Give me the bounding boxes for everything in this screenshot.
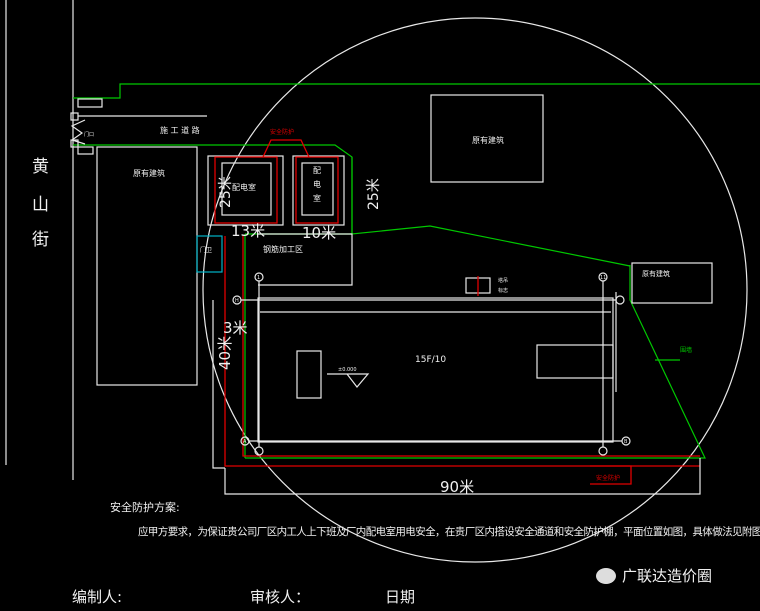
gate-box: [77, 98, 103, 108]
power-room-1-label: 配电室: [232, 182, 256, 192]
safety-passage: [242, 236, 700, 457]
dimension-3: 3米: [223, 319, 248, 337]
gate-symbol: [70, 119, 86, 145]
reviewer-label: 审核人：: [250, 588, 311, 606]
existing-building-right: [631, 262, 713, 304]
power-room-2-label: 电: [313, 179, 321, 189]
power-room-2-label: 配: [313, 166, 321, 175]
door-label: 门卫: [200, 246, 212, 254]
wechat-icon: [596, 567, 616, 584]
power-room-2-label: 室: [313, 193, 321, 203]
axis-label: A: [243, 439, 247, 445]
protection-leader: [590, 465, 632, 485]
protection-label: 安全防护: [596, 474, 620, 482]
existing-building-left: [96, 146, 198, 386]
axis-label: 1: [257, 275, 260, 281]
power-room-protection: [295, 156, 339, 224]
notes-body: 应甲方要求，为保证贵公司厂区内工人上下班及厂内配电室用电安全，在贵厂区内搭设安全…: [138, 526, 760, 538]
building-label: 15F/10: [415, 355, 446, 365]
axis-marker: [615, 295, 625, 305]
dimension-10: 10米: [302, 224, 336, 242]
site-boundary: [245, 265, 706, 459]
notes-title: 安全防护方案:: [110, 501, 180, 514]
street-name-char: 街: [32, 230, 49, 250]
building-core: [296, 350, 322, 399]
main-building: [257, 297, 614, 443]
site-boundary: [73, 83, 760, 99]
existing-building-top: [430, 94, 544, 183]
site-boundary: [351, 157, 631, 267]
power-room-protection: [214, 156, 278, 224]
guard-house: [196, 235, 223, 273]
dimension-line-90: [224, 458, 701, 495]
axis-label: H: [235, 298, 239, 304]
safety-passage: [224, 236, 700, 467]
axis-label: 11: [600, 275, 606, 281]
watermark-text: 广联达造价圈: [622, 567, 713, 585]
dimension-line: [212, 300, 225, 469]
axis-label: B: [624, 439, 628, 445]
existing-building-label: 原有建筑: [472, 135, 504, 145]
street-name-char: 山: [32, 195, 49, 215]
gate-label: 门口: [84, 131, 94, 138]
tower-label: 标志: [498, 287, 508, 294]
street-name-char: 黄: [32, 157, 49, 177]
compiler-label: 编制人:: [72, 588, 123, 606]
elevation-label: ±0.000: [338, 367, 357, 373]
building-wing: [536, 344, 614, 379]
dimension-90: 90米: [440, 478, 474, 496]
wall-label: 围墙: [680, 346, 692, 354]
power-room-outline: [207, 155, 284, 226]
dimension-25-right: 25米: [366, 178, 382, 210]
power-room-1: [221, 162, 272, 216]
construction-road-label: 施 工 道 路: [160, 125, 200, 135]
rebar-area: [258, 233, 353, 286]
rebar-area-label: 钢筋加工区: [263, 244, 303, 254]
protection-roof-line: [262, 139, 310, 158]
dimension-40: 40米: [216, 336, 234, 370]
dimension-25-left: 25米: [218, 176, 234, 208]
date-label: 日期: [385, 588, 416, 606]
power-room-2: [301, 162, 334, 216]
dimension-13: 13米: [231, 222, 265, 240]
axis-marker: [598, 446, 608, 456]
elevation-marker: [327, 373, 370, 388]
watermark: 广联达造价圈: [596, 565, 712, 586]
existing-building-label: 原有建筑: [133, 168, 165, 178]
tower-label: 塔吊: [498, 277, 508, 284]
existing-building-label: 原有建筑: [642, 269, 670, 278]
crane-radius-circle: [202, 17, 748, 563]
gate-post: [70, 139, 79, 148]
gate-post: [70, 112, 79, 121]
power-room-outline: [292, 155, 345, 226]
protection-label: 安全防护: [270, 128, 294, 136]
door-box: [77, 146, 94, 155]
